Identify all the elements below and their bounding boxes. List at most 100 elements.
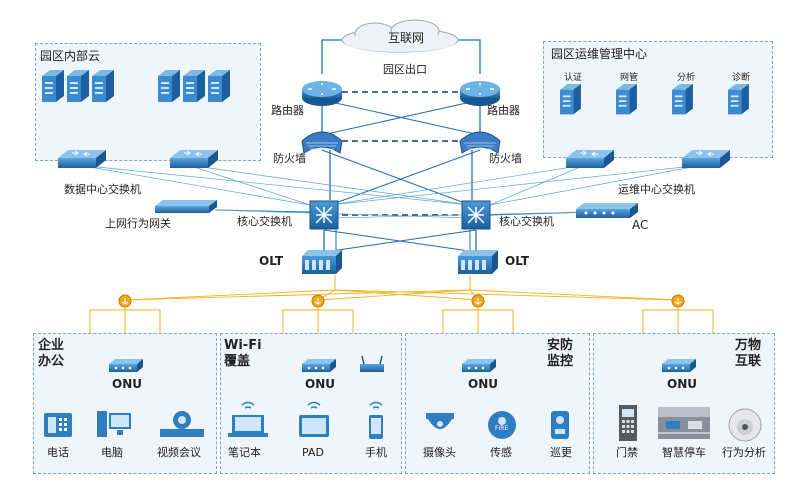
- server-icon: [158, 70, 180, 102]
- dome-camera-icon: [728, 408, 762, 442]
- ac-label: AC: [632, 218, 649, 232]
- camera-icon: [426, 413, 454, 429]
- firewall-icon: [301, 131, 343, 154]
- sensor-badge: FIRE: [495, 425, 509, 432]
- router-firewall-cross: [321, 99, 481, 136]
- server-icon: [728, 84, 749, 115]
- server-icon: [42, 70, 64, 102]
- ops-switch-core-link: [489, 164, 586, 206]
- gateway-core-link: [214, 209, 471, 219]
- device-label-sensor: 传感: [490, 446, 512, 459]
- router-left-label: 路由器: [271, 104, 304, 117]
- ops-switch-core-link: [329, 164, 586, 206]
- dc-switch-core-link: [77, 164, 311, 206]
- server-icon: [616, 84, 637, 115]
- zone-iot-title: 万物 互联: [735, 338, 761, 370]
- server-icon: [183, 70, 205, 102]
- zone-title-line: 互联: [735, 354, 762, 369]
- onu-icon: [662, 359, 696, 372]
- device-label-behavior: 行为分析: [722, 446, 766, 459]
- park-exit-label: 园区出口: [383, 63, 427, 76]
- fiber-link: [334, 289, 479, 301]
- zone-security-panel: [405, 333, 590, 474]
- zone-title-line: Wi-Fi: [224, 338, 262, 353]
- zone-title-line: 企业: [38, 338, 65, 353]
- onu-icon: [302, 359, 336, 372]
- zone-title-line: 覆盖: [224, 354, 251, 369]
- device-label-phone: 电话: [47, 446, 69, 459]
- olt-right-label: OLT: [505, 254, 530, 268]
- fire-sensor-icon: [488, 411, 516, 439]
- splitter-icon: [311, 294, 325, 308]
- olt-icon: [302, 250, 342, 274]
- device-label-camera: 摄像头: [423, 446, 456, 459]
- server-icon: [92, 70, 114, 102]
- core-switch-icon: [461, 200, 491, 230]
- internal-cloud-title: 园区内部云: [40, 49, 101, 63]
- device-label-mobile: 手机: [365, 446, 387, 459]
- smart-parking-icon: [658, 407, 710, 439]
- desk-phone-icon: [44, 413, 72, 437]
- router-icon: [302, 81, 342, 106]
- ops-switch-label: 运维中心交换机: [618, 183, 695, 196]
- switch-icon: [169, 149, 219, 169]
- gateway-label: 上网行为网关: [105, 217, 171, 230]
- olt-icon: [458, 250, 498, 274]
- device-label-access: 门禁: [616, 446, 638, 459]
- server-icon: [560, 84, 581, 115]
- server-icon: [67, 70, 89, 102]
- firewall-core-cross: [321, 149, 471, 206]
- onu-label: ONU: [305, 377, 335, 391]
- firewall-icon: [459, 131, 501, 154]
- switch-icon: [681, 149, 731, 169]
- mobile-phone-icon: [369, 401, 383, 439]
- dc-switch-core-link: [187, 164, 471, 206]
- fiber-link: [124, 289, 336, 301]
- ops-switch-core-link: [329, 164, 704, 206]
- onu-label: ONU: [112, 377, 142, 391]
- ops-item-label: 诊断: [732, 73, 751, 83]
- switch-icon: [57, 149, 107, 169]
- datacenter-switch-label: 数据中心交换机: [64, 183, 141, 196]
- device-label-video: 视频会议: [157, 446, 201, 459]
- device-label-pad: PAD: [302, 446, 324, 459]
- onu-label: ONU: [667, 377, 697, 391]
- laptop-icon: [228, 401, 268, 437]
- dc-switch-core-link: [77, 164, 471, 206]
- computer-icon: [97, 411, 131, 437]
- switch-icon: [565, 149, 615, 169]
- onu-label: ONU: [468, 377, 498, 391]
- patrol-device-icon: [551, 411, 569, 439]
- ops-switch-core-link: [489, 164, 704, 206]
- splitter-icon: [471, 294, 485, 308]
- onu-icon: [462, 359, 496, 372]
- splitter-icon: [118, 294, 132, 308]
- server-icon: [208, 70, 230, 102]
- ops-item-label: 认证: [564, 73, 583, 83]
- core-switch-icon: [309, 200, 339, 230]
- dc-switch-core-link: [187, 164, 311, 206]
- access-control-icon: [619, 405, 637, 441]
- internal-cloud-panel: [35, 43, 261, 161]
- zone-office-title: 企业 办公: [38, 338, 64, 370]
- device-label-patrol: 巡更: [550, 446, 572, 459]
- core-switch-left-label: 核心交换机: [237, 215, 292, 228]
- zone-title-line: 万物: [735, 338, 762, 353]
- ops-item-label: 网管: [620, 73, 639, 83]
- ac-core-link: [329, 211, 591, 219]
- zone-title-line: 安防: [547, 338, 574, 353]
- zone-wifi-title: Wi-Fi 覆盖: [224, 338, 262, 370]
- zone-office-panel: [33, 333, 217, 474]
- fiber-link: [317, 289, 471, 301]
- ops-item-label: 分析: [677, 73, 696, 83]
- fiber-link: [334, 289, 679, 301]
- server-icon: [672, 84, 693, 115]
- firewall-left-label: 防火墙: [273, 152, 306, 165]
- router-icon: [460, 81, 500, 106]
- splitter-icon: [671, 294, 685, 308]
- gateway-icon: [155, 200, 217, 213]
- core-switch-right-label: 核心交换机: [499, 215, 554, 228]
- ac-controller-icon: [576, 203, 638, 218]
- device-label-parking: 智慧停车: [662, 446, 706, 459]
